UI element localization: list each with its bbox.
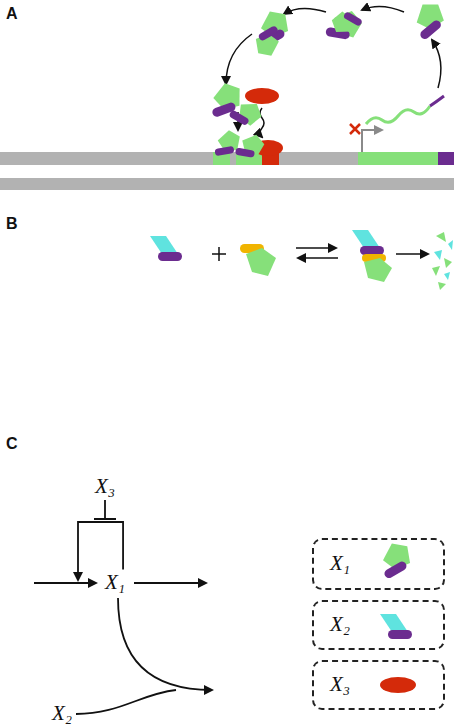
bound-dimer <box>235 132 266 160</box>
species-label: X₁ <box>105 570 125 594</box>
binding-arrow <box>260 108 264 137</box>
species-node: X₃ <box>91 473 119 500</box>
degradation-path <box>118 598 212 690</box>
reverse-arrow <box>298 257 338 259</box>
promoter-arrow <box>362 130 382 152</box>
protein-monomer <box>406 0 451 41</box>
complex <box>352 230 392 282</box>
inhibition-bar <box>94 500 116 519</box>
plus-sign <box>212 247 226 261</box>
species-label: X₃ <box>330 673 350 696</box>
legend-icon <box>380 677 416 693</box>
production-arrow <box>34 582 96 584</box>
species-label: X₂ <box>330 613 350 636</box>
green-protein <box>246 248 276 276</box>
protein-dimer <box>204 79 246 118</box>
dna-strands <box>0 152 454 190</box>
degradation-merge <box>76 690 176 714</box>
legend-box: X₃ <box>312 660 445 710</box>
protein-monomer <box>325 7 364 41</box>
blocked-mark <box>350 124 360 134</box>
cyan-protein <box>150 236 182 261</box>
protein-dimer <box>250 25 287 61</box>
species-node: X₁ <box>101 569 129 596</box>
species-node: X₂ <box>48 700 76 727</box>
cycle-arrow <box>284 8 326 14</box>
cycle-arrow <box>362 6 404 12</box>
panel-letter: C <box>6 436 18 452</box>
free-repressor <box>245 88 279 104</box>
panel-letter: A <box>6 6 18 22</box>
panel-letter: B <box>6 216 18 232</box>
legend-box: X₂ <box>312 600 445 650</box>
fragments <box>432 232 453 290</box>
mrna-tail <box>430 96 444 106</box>
cycle-arrow <box>226 34 252 84</box>
species-label: X₂ <box>52 701 72 725</box>
forward-arrow <box>296 247 336 249</box>
legend-icon <box>373 538 417 580</box>
species-label: X₁ <box>330 552 350 575</box>
legend-icon <box>380 614 412 639</box>
cycle-arrow <box>432 40 441 88</box>
protein-dimer <box>228 95 265 131</box>
legend-box: X₁ <box>312 538 445 590</box>
mrna <box>366 106 430 124</box>
species-label: X₃ <box>95 474 115 498</box>
protein-monomer <box>328 7 363 41</box>
degradation-arrow <box>396 253 428 255</box>
decay-arrow <box>134 582 206 584</box>
